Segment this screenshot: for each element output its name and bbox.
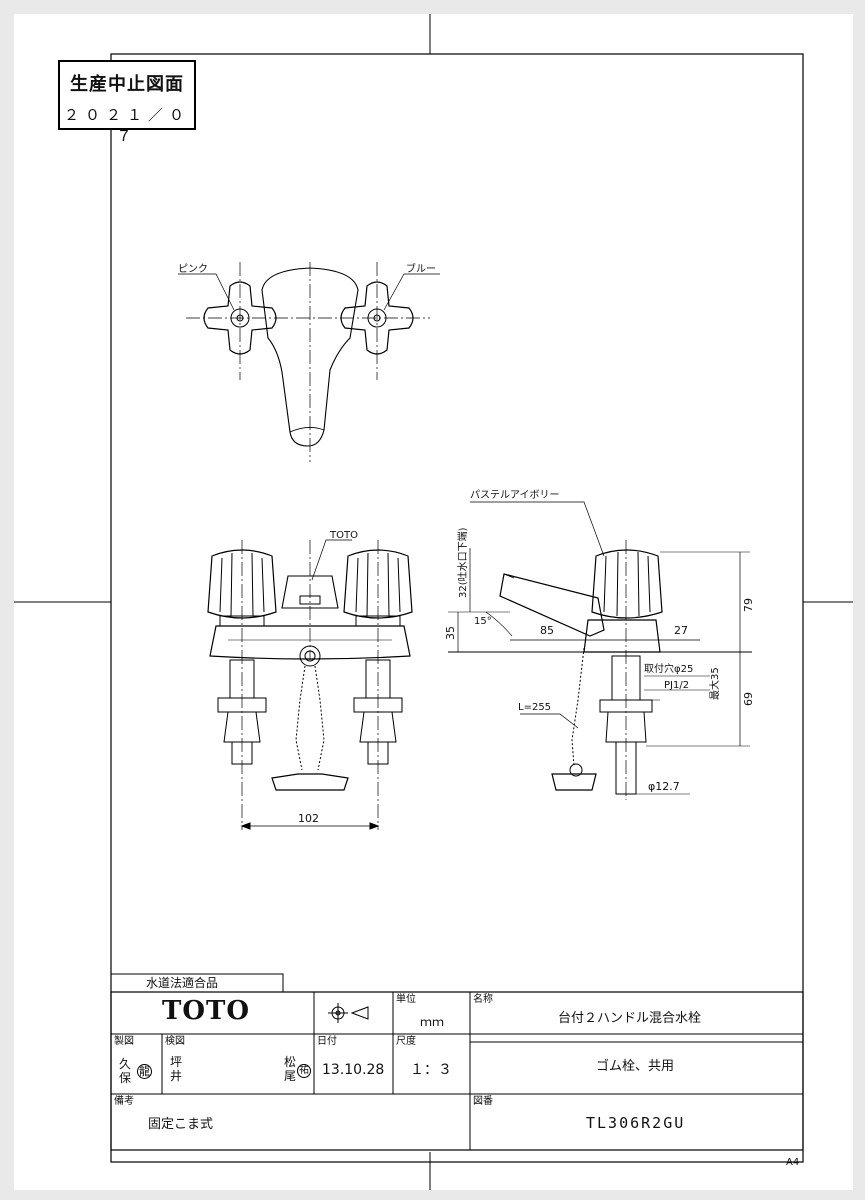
drafted-name-1: 久 [119,1057,132,1071]
mounting-hole-label: 取付穴φ25 [644,662,693,675]
max-thickness-label: 最大35 [708,667,721,700]
brand-mark-label: TOTO [329,530,358,541]
projection-symbol-icon [328,1003,369,1023]
drawing-sheet [14,14,853,1190]
stamp-date: ２０２１／０７ [63,106,190,145]
discontinued-stamp: 生産中止図面 ２０２１／０７ [58,60,196,145]
right-handle-top [340,281,414,355]
thread-label: PJ1/2 [664,680,689,691]
approved-name-2: 尾 [284,1069,297,1083]
scale-header: 尺度 [396,1036,416,1047]
left-handle-top [203,281,277,355]
drawing-no-header: 図番 [473,1096,493,1107]
date-header: 日付 [317,1036,337,1047]
dimension-35: 35 [444,626,457,640]
side-view [448,501,752,800]
drafted-name-2: 保 [119,1071,132,1085]
drafted-header: 製図 [114,1036,134,1047]
right-handle-color-label: ブルー [406,262,436,275]
dimension-79: 79 [742,598,755,612]
approved-name-1: 松 [284,1055,297,1069]
certification-label: 水道法適合品 [146,976,219,990]
paper-size-label: A4 [786,1157,800,1168]
dimension-85: 85 [540,624,554,637]
drafted-seal: 龍 [137,1064,152,1079]
product-subname: ゴム栓、共用 [596,1059,675,1074]
product-name: 台付２ハンドル混合水栓 [558,1011,702,1026]
unit-value: ｍｍ [420,1015,445,1029]
body-color-label: パステルアイボリー [470,489,560,501]
spout-angle: 15° [474,616,492,627]
title-block [110,973,804,1151]
chain-length-label: L=255 [518,702,551,713]
approved-seal: 祐 [297,1064,311,1078]
unit-header: 単位 [396,994,416,1005]
drawing-number: TL306R2GU [586,1114,686,1132]
stamp-title: 生産中止図面 [70,74,184,95]
checked-name-1: 坪 [170,1055,183,1069]
name-header: 名称 [473,994,493,1005]
pipe-diameter-label: φ12.7 [648,780,680,793]
scale-value: １：３ [410,1062,452,1078]
remarks-header: 備考 [114,1096,134,1107]
date-value: 13.10.28 [322,1062,385,1078]
brand-logo: TOTO [162,996,250,1026]
remarks-value: 固定こま式 [148,1117,214,1132]
dimension-69: 69 [742,692,755,706]
dimension-27: 27 [674,624,688,637]
spout-height-note: 32(吐水口下端) [456,527,469,598]
left-handle-color-label: ピンク [178,263,208,275]
drawing-frame [110,53,804,1163]
width-dimension: 102 [298,812,319,825]
checked-header: 検図 [165,1036,185,1047]
front-view [207,539,413,830]
checked-name-2: 井 [170,1069,183,1083]
top-view [178,262,440,462]
